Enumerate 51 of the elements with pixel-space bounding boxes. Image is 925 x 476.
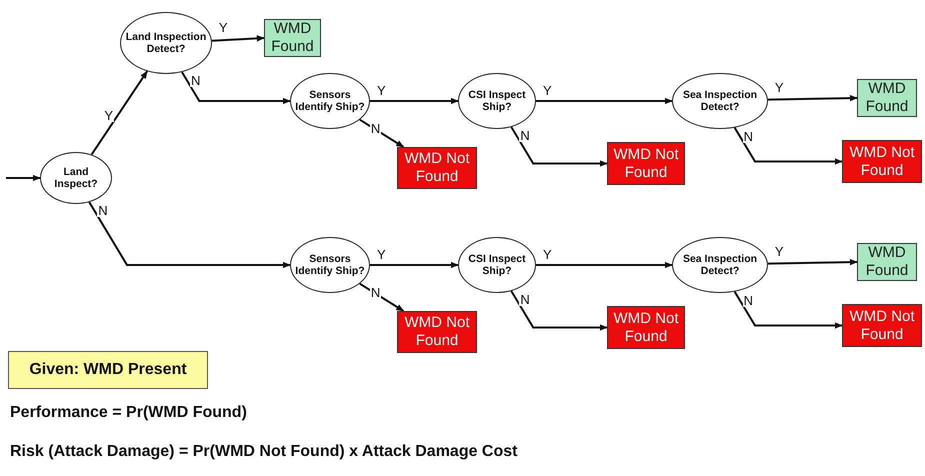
arrow <box>734 127 843 165</box>
arrow <box>212 35 265 42</box>
note-box: Given: WMD Present <box>8 351 208 389</box>
arrow <box>88 202 291 268</box>
edge-label: N <box>742 130 754 143</box>
decision-ellipse: CSI Inspect Ship? <box>458 237 536 293</box>
result-box: WMD Not Found <box>607 306 685 349</box>
edge-label: Y <box>376 248 387 261</box>
formula-text: Risk (Attack Damage) = Pr(WMD Not Found) x Attack Damage Cost <box>10 443 518 461</box>
decision-ellipse: Land Inspection Detect? <box>120 12 212 74</box>
result-box: WMD Found <box>857 79 917 117</box>
result-box: WMD Not Found <box>607 142 685 185</box>
result-box: WMD Found <box>264 19 321 57</box>
edge-label: N <box>519 293 531 306</box>
formula-text: Performance = Pr(WMD Found) <box>10 404 247 422</box>
decision-ellipse: Sea Inspection Detect? <box>672 73 768 129</box>
edge-label: N <box>742 294 754 307</box>
edge-label: N <box>190 74 202 88</box>
arrow <box>734 291 843 329</box>
decision-ellipse: Sea Inspection Detect? <box>672 237 768 293</box>
edge-label: Y <box>218 21 229 34</box>
edge-label: Y <box>774 81 785 94</box>
arrow <box>6 174 41 182</box>
result-box: WMD Found <box>857 243 917 281</box>
decision-ellipse: Sensors Identify Ship? <box>290 73 370 129</box>
result-box: WMD Not Found <box>842 304 922 347</box>
edge-label: N <box>519 129 531 142</box>
edge-label: N <box>97 204 109 218</box>
edge-label: Y <box>774 245 785 258</box>
decision-ellipse: CSI Inspect Ship? <box>458 73 536 129</box>
arrow <box>370 262 459 268</box>
arrow <box>510 126 608 167</box>
arrow <box>768 94 858 102</box>
arrow <box>370 98 459 104</box>
result-box: WMD Not Found <box>842 140 922 183</box>
edge-label: N <box>370 122 382 135</box>
result-box: WMD Not Found <box>397 147 477 189</box>
edge-label: N <box>370 286 382 299</box>
arrow <box>536 98 673 104</box>
arrow <box>510 290 608 331</box>
result-box: WMD Not Found <box>397 311 477 353</box>
arrow <box>536 262 673 268</box>
edge-label: Y <box>376 84 387 97</box>
arrow <box>768 258 858 266</box>
arrow <box>181 72 291 104</box>
edge-label: Y <box>542 84 553 97</box>
edge-label: Y <box>103 108 114 122</box>
decision-ellipse: Land Inspect? <box>40 152 112 204</box>
decision-ellipse: Sensors Identify Ship? <box>290 237 370 293</box>
arrow <box>90 70 148 156</box>
edge-label: Y <box>542 248 553 261</box>
